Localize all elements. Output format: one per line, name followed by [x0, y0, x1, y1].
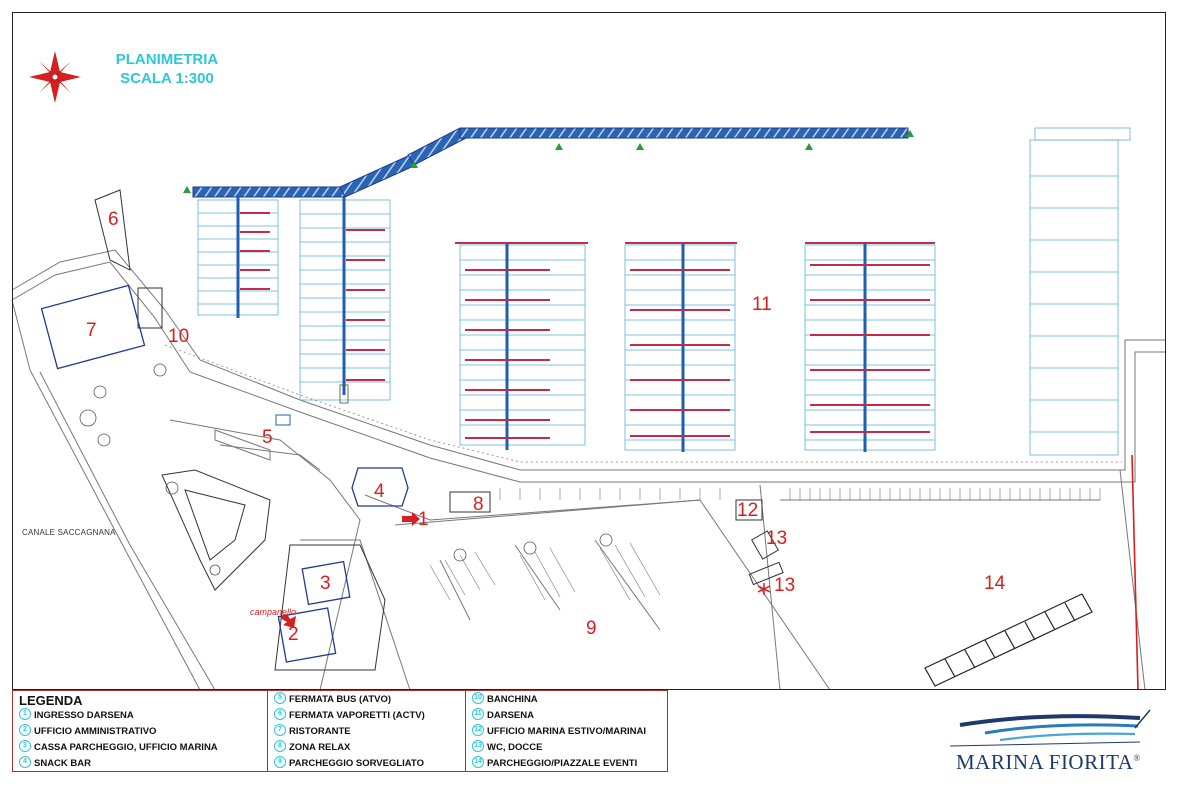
marker-3: 3 [320, 573, 331, 594]
marker-12: 12 [737, 500, 759, 521]
blue-zones [40, 284, 409, 663]
legend-item-label: INGRESSO DARSENA [34, 710, 134, 721]
marker-13-wc: 13 [766, 528, 788, 549]
marker-7: 7 [86, 320, 97, 341]
legend-number-icon: 7 [274, 724, 286, 737]
logo-registered-mark: ® [1133, 753, 1141, 763]
legend-number-icon: 13 [472, 740, 484, 753]
legend-item-label: FERMATA BUS (ATVO) [289, 694, 392, 705]
buildings [94, 189, 784, 671]
legend-number-icon: 9 [274, 756, 286, 769]
legend-heading: LEGENDA [19, 693, 83, 708]
legend-number-icon: 12 [472, 724, 484, 737]
legend-item-label: CASSA PARCHEGGIO, UFFICIO MARINA [34, 742, 218, 753]
entrance-arrow-icon [402, 512, 420, 526]
asterisk-icon [757, 583, 771, 595]
marina-fiorita-logo [949, 709, 1151, 747]
legend-item-label: SNACK BAR [34, 758, 91, 769]
legend-item-label: FERMATA VAPORETTI (ACTV) [289, 710, 425, 721]
marker-11: 11 [752, 294, 772, 315]
legend-item-label: UFFICIO AMMINISTRATIVO [34, 726, 157, 737]
legend-number-icon: 4 [19, 756, 31, 769]
land-outlines [11, 249, 1166, 691]
marker-13-showers: 13 [774, 575, 796, 596]
legend-item-label: ZONA RELAX [289, 742, 351, 753]
legend-item-label: WC, DOCCE [487, 742, 543, 753]
marker-1: 1 [418, 509, 429, 530]
plan-title-line1: PLANIMETRIA [115, 51, 219, 68]
marker-2: 2 [288, 624, 299, 645]
logo-wordmark: MARINA FIORITA® [956, 750, 1141, 775]
bell-label: campanello [250, 607, 297, 617]
legend-number-icon: 8 [274, 740, 286, 753]
legend-item-label: PARCHEGGIO SORVEGLIATO [289, 758, 424, 769]
trees [79, 363, 613, 576]
legend-item-label: DARSENA [487, 710, 534, 721]
plan-title: PLANIMETRIA SCALA 1:300 [102, 50, 232, 88]
legend-number-icon: 3 [19, 740, 31, 753]
legend-number-icon: 1 [19, 708, 31, 721]
legend-number-icon: 5 [274, 692, 286, 705]
boundary-line [1131, 454, 1139, 691]
marker-8: 8 [473, 494, 484, 515]
marker-5: 5 [262, 427, 273, 448]
legend-number-icon: 11 [472, 708, 484, 721]
legend-item-label: UFFICIO MARINA ESTIVO/MARINAI [487, 726, 647, 737]
marker-4: 4 [374, 481, 385, 502]
parking-rows [429, 488, 1101, 601]
marker-9: 9 [586, 618, 597, 639]
main-pontoon [183, 127, 914, 198]
legend-number-icon: 6 [274, 708, 286, 721]
compass-rose-icon [29, 51, 81, 103]
map-frame [12, 12, 1166, 690]
marker-14: 14 [984, 573, 1006, 594]
legend-number-icon: 2 [19, 724, 31, 737]
logo-name: MARINA FIORITA [956, 750, 1134, 774]
legend-item-label: PARCHEGGIO/PIAZZALE EVENTI [487, 758, 638, 769]
marker-6: 6 [108, 209, 119, 230]
event-area-structures [924, 593, 1093, 687]
legend-item-label: BANCHINA [487, 694, 538, 705]
quay-edge [164, 344, 1122, 463]
legend-number-icon: 14 [472, 756, 484, 769]
plan-scale: SCALA 1:300 [120, 70, 214, 87]
docks [197, 127, 1131, 456]
marker-10: 10 [168, 326, 190, 347]
finger-piers [240, 212, 935, 439]
legend-item-label: RISTORANTE [289, 726, 351, 737]
bell-arrow-icon [280, 614, 296, 628]
canal-label: CANALE SACCAGNANA [22, 528, 116, 537]
legend-number-icon: 10 [472, 692, 484, 705]
